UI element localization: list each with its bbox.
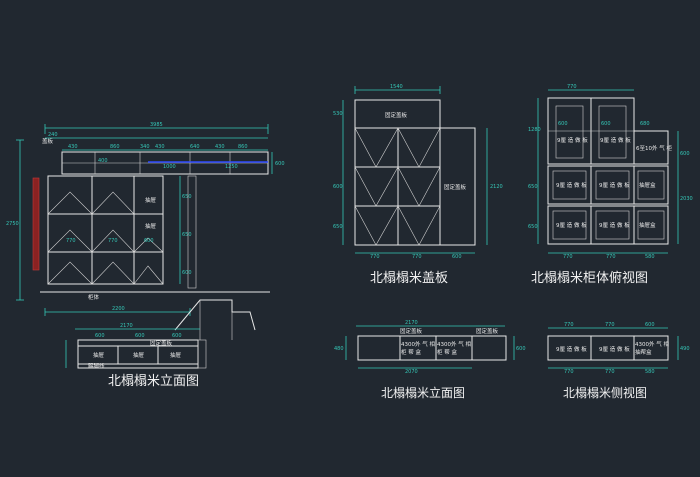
left-elevation-view: 2170 600 600 600 固定盖板 抽屉 抽屉 抽屉 踢脚线 北榻榻米立… [65,323,207,389]
mid-dim-bottom: 2070 [405,369,418,375]
side-dim-c: 600 [645,322,655,328]
side-dim-side: 490 [680,346,690,352]
cover-dim-left-3: 650 [333,224,343,230]
left-plan-view: 3985 240 盖板 430 860 340 430 640 430 860 … [6,122,285,340]
dim-right-650-a: 650 [182,194,192,200]
top-label-box-c-2: 抽屉盒 [639,221,656,229]
label-elev-drawer-3: 抽屉 [170,351,182,359]
top-dim-left-3: 650 [528,224,538,230]
cover-dim-bottom-3: 600 [452,254,462,260]
dim-600-right-top: 600 [275,161,285,167]
top-dim-right-top: 680 [640,121,650,127]
label-drawer-2: 抽屉 [145,222,157,230]
elev-dim-600-c: 600 [172,333,182,339]
caption-side-view: 北榻榻米侧视图 [563,385,647,400]
side-label-box-2: 9厘 造 做 板 [599,345,630,353]
top-dim-bottom-1: 770 [563,254,573,260]
top-dim-left-1: 1280 [528,127,541,133]
top-dim-right-2: 2030 [680,196,693,202]
mid-text-b-1: 柜 帮 盒 [401,348,421,356]
mid-label-fixed: 固定盖板 [476,327,499,335]
dim-right-600: 600 [182,270,192,276]
side-dim-f: 770 [605,369,615,375]
top-dim-inner-1: 600 [558,121,568,127]
dim-340: 340 [140,144,150,150]
side-label-box-1: 9厘 造 做 板 [556,345,587,353]
cover-dim-left-1: 530 [333,111,343,117]
side-dim-a: 770 [564,322,574,328]
dim-430-a: 430 [68,144,78,150]
dim-overall-top: 3985 [150,122,163,128]
dim-240: 240 [48,132,58,138]
top-dim-bottom-2: 770 [606,254,616,260]
dim-430-c: 430 [215,144,225,150]
top-label-box-3: 9厘 造 做 板 [556,181,587,189]
side-dim-e: 770 [564,369,574,375]
cover-dim-bottom-1: 770 [370,254,380,260]
cover-label-fixed-right: 固定盖板 [444,183,467,191]
label-fixed-cover-elev: 固定盖板 [150,339,173,347]
cover-dim-left-2: 600 [333,184,343,190]
side-dim-b: 770 [605,322,615,328]
label-cover-top: 盖板 [42,137,54,145]
dim-1250: 1250 [225,164,238,170]
cover-dim-bottom-2: 770 [412,254,422,260]
dim-mid-770-a: 770 [66,238,76,244]
dim-400: 400 [98,158,108,164]
dim-bottom-overall: 2200 [112,306,125,312]
caption-left-elevation: 北榻榻米立面图 [108,374,199,389]
caption-top-view: 北榻榻米柜体俯视图 [531,270,648,286]
elev-dim-overall: 2170 [120,323,133,329]
top-label-box-2: 9厘 造 做 板 [600,136,631,144]
cover-panel-view: 1540 固定盖板 固定盖板 530 600 650 2120 770 770 … [333,84,503,286]
label-cabinet: 柜体 [88,293,100,301]
label-elev-bottom: 踢脚线 [88,362,105,370]
label-elev-drawer-2: 抽屉 [133,351,145,359]
dim-1000: 1000 [163,164,176,170]
label-drawer-1: 抽屉 [145,196,157,204]
dim-mid-770-b: 770 [108,238,118,244]
elev-dim-600-a: 600 [95,333,105,339]
cabinet-top-view: 770 600 600 9厘 造 做 板 9厘 造 做 板 6至10外 气 柜 … [528,84,693,286]
top-dim-inner-2: 600 [601,121,611,127]
top-label-box-c-1: 抽屉盒 [639,181,656,189]
dim-right-650-b: 650 [182,232,192,238]
mid-dim-top: 2170 [405,320,418,326]
top-label-box-1: 9厘 造 做 板 [557,136,588,144]
label-elev-drawer-1: 抽屉 [93,351,105,359]
cover-label-fixed-top: 固定盖板 [385,111,408,119]
dim-640: 640 [190,144,200,150]
side-label-box-b: 4300外 气 相 [635,340,669,348]
top-label-box-5: 9厘 造 做 板 [556,221,587,229]
side-view: 770 770 600 9厘 造 做 板 9厘 造 做 板 4300外 气 相 … [547,322,690,400]
mid-dim-sub: 固定盖板 [400,327,423,335]
dim-mid-600: 600 [144,238,154,244]
dim-430-b: 430 [155,144,165,150]
top-label-box-6: 9厘 造 做 板 [599,221,630,229]
side-dim-d: 580 [645,369,655,375]
top-dim-left-2: 650 [528,184,538,190]
dim-left-overall: 2750 [6,221,19,227]
mid-dim-left: 480 [334,346,344,352]
side-label-box-c: 抽帮盒 [635,348,652,356]
top-dim-right-1: 600 [680,151,690,157]
caption-cover-panel: 北榻榻米盖板 [370,271,448,286]
top-label-box-4: 9厘 造 做 板 [599,181,630,189]
mid-text-a-1: 4300外 气 相 [401,340,435,348]
dim-860-b: 860 [238,144,248,150]
cover-dim-top: 1540 [390,84,403,90]
dim-860-a: 860 [110,144,120,150]
top-dim-bottom-3: 580 [645,254,655,260]
middle-elevation-view: 2170 固定盖板 固定盖板 4300外 气 相 柜 帮 盒 4300外 气 相… [334,320,526,400]
caption-middle-elevation: 北榻榻米立面图 [381,385,465,400]
mid-text-a-2: 4300外 气 相 [437,340,471,348]
elev-dim-600-b: 600 [135,333,145,339]
top-dim-top: 770 [567,84,577,90]
cover-dim-right: 2120 [490,184,503,190]
mid-text-b-2: 柜 帮 盒 [437,348,457,356]
mid-dim-right: 600 [516,346,526,352]
red-wall-strip [32,177,40,271]
top-label-box-b: 6至10外 气 柜 [636,144,672,152]
